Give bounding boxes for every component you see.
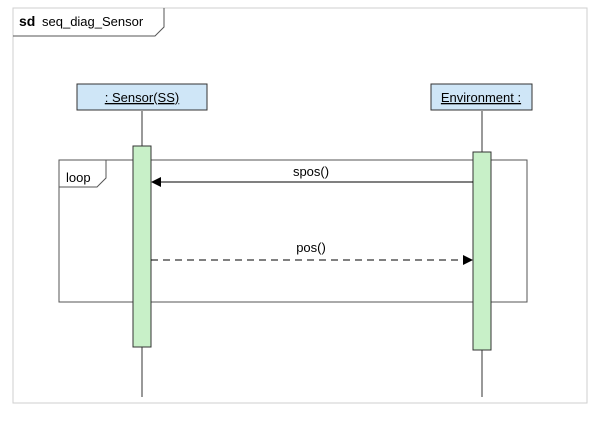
diagram-frame-tab	[13, 8, 165, 37]
message-pos-label: pos()	[296, 240, 326, 255]
lifeline-label-sensor: : Sensor(SS)	[105, 90, 179, 105]
lifeline-label-environment: Environment :	[441, 90, 521, 105]
frame-title: seq_diag_Sensor	[42, 14, 144, 29]
activation-bar-sensor	[132, 145, 152, 348]
activation-bar-environment	[472, 151, 492, 351]
diagram-frame	[12, 7, 588, 404]
lifeline-head-sensor[interactable]: : Sensor(SS)	[76, 83, 208, 111]
message-spos-label: spos()	[293, 164, 329, 179]
loop-operator-label: loop	[66, 170, 91, 185]
loop-fragment	[58, 159, 528, 303]
frame-keyword: sd	[19, 13, 35, 29]
loop-fragment-tab	[59, 160, 107, 188]
lifeline-head-environment[interactable]: Environment :	[430, 83, 533, 111]
